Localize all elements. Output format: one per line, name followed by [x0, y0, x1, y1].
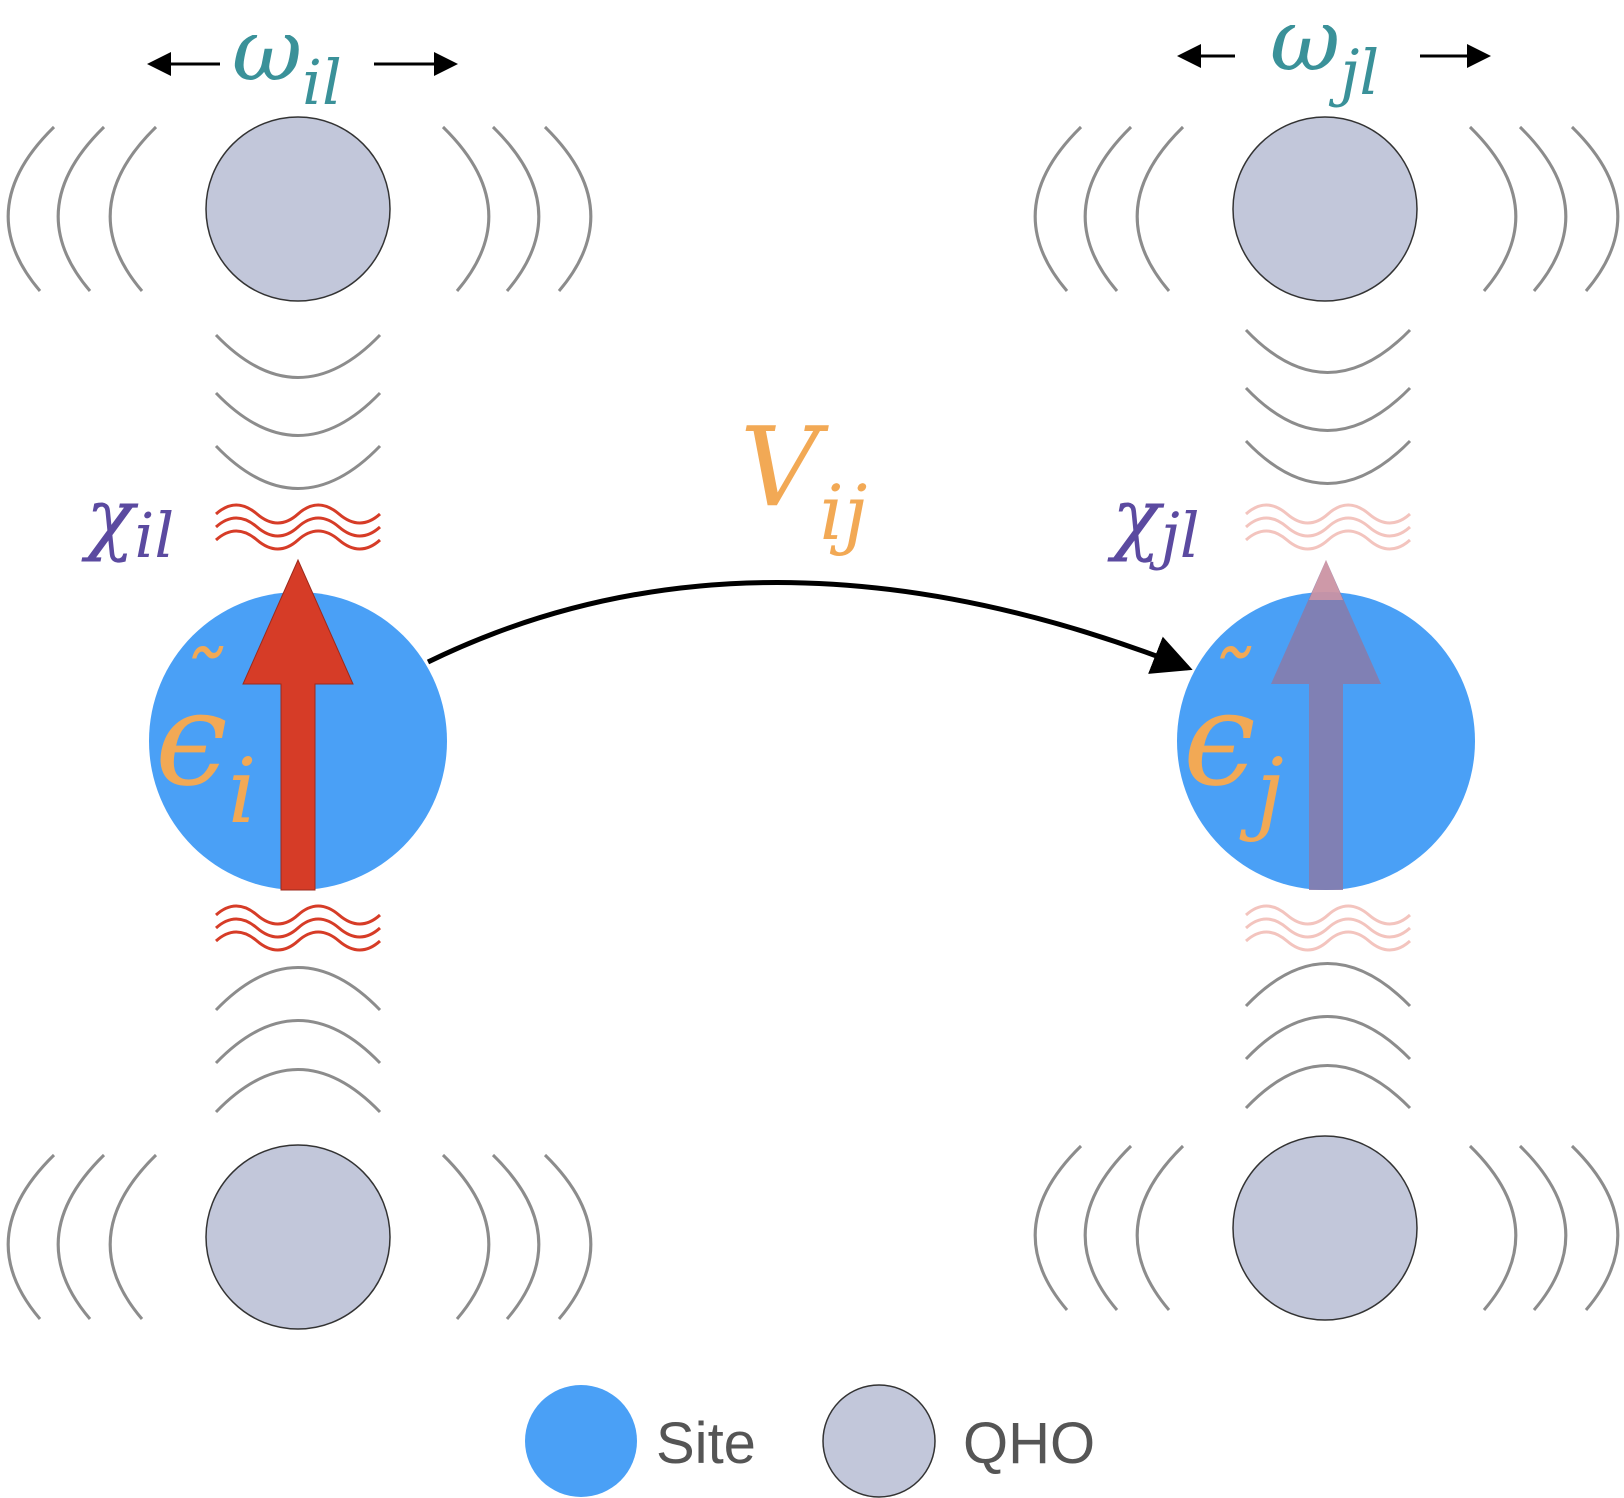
qho-bottom-left	[205, 1144, 391, 1330]
chi-j-label: χjl	[1107, 471, 1200, 572]
oscillation-waves-top-right	[1033, 125, 1620, 292]
omega-j-label: ωjl	[1270, 0, 1379, 109]
legend-qho-swatch	[822, 1384, 936, 1498]
vertical-waves-left-lower	[214, 966, 382, 1114]
spin-arrow-i	[242, 558, 354, 891]
omega-i-label: ωil	[232, 1, 342, 119]
legend-site-swatch	[525, 1385, 637, 1497]
oscillation-waves-bottom-left	[6, 1153, 593, 1320]
vertical-waves-right-upper	[1244, 328, 1412, 485]
qho-bottom-right	[1232, 1135, 1418, 1321]
energy-j-tilde: ˜	[1204, 633, 1252, 738]
oscillation-waves-top-left	[6, 125, 593, 292]
hopping-arrow	[426, 579, 1193, 674]
coupling-label: Vij	[740, 403, 867, 557]
spin-arrow-j-tip	[1309, 560, 1343, 600]
legend-qho-label: QHO	[963, 1411, 1095, 1476]
qho-top-left	[205, 116, 391, 302]
chi-i-label: χil	[81, 471, 174, 572]
oscillation-waves-bottom-right	[1033, 1144, 1620, 1311]
legend: Site QHO	[525, 1384, 1095, 1498]
energy-i-tilde: ˜	[176, 633, 224, 738]
coupling-waves-left-upper	[214, 503, 382, 551]
spin-arrow-j	[1271, 560, 1381, 890]
energy-i-label: ϵi	[155, 663, 257, 844]
vertical-waves-right-lower	[1244, 962, 1412, 1110]
coupling-waves-right-lower	[1244, 904, 1412, 952]
qho-top-right	[1232, 116, 1418, 302]
coupling-waves-left-lower	[214, 904, 382, 952]
vertical-waves-left-upper	[214, 333, 382, 490]
coupling-waves-right-upper	[1244, 503, 1412, 551]
legend-site-label: Site	[656, 1411, 756, 1476]
energy-j-label: ϵj	[1183, 663, 1284, 844]
